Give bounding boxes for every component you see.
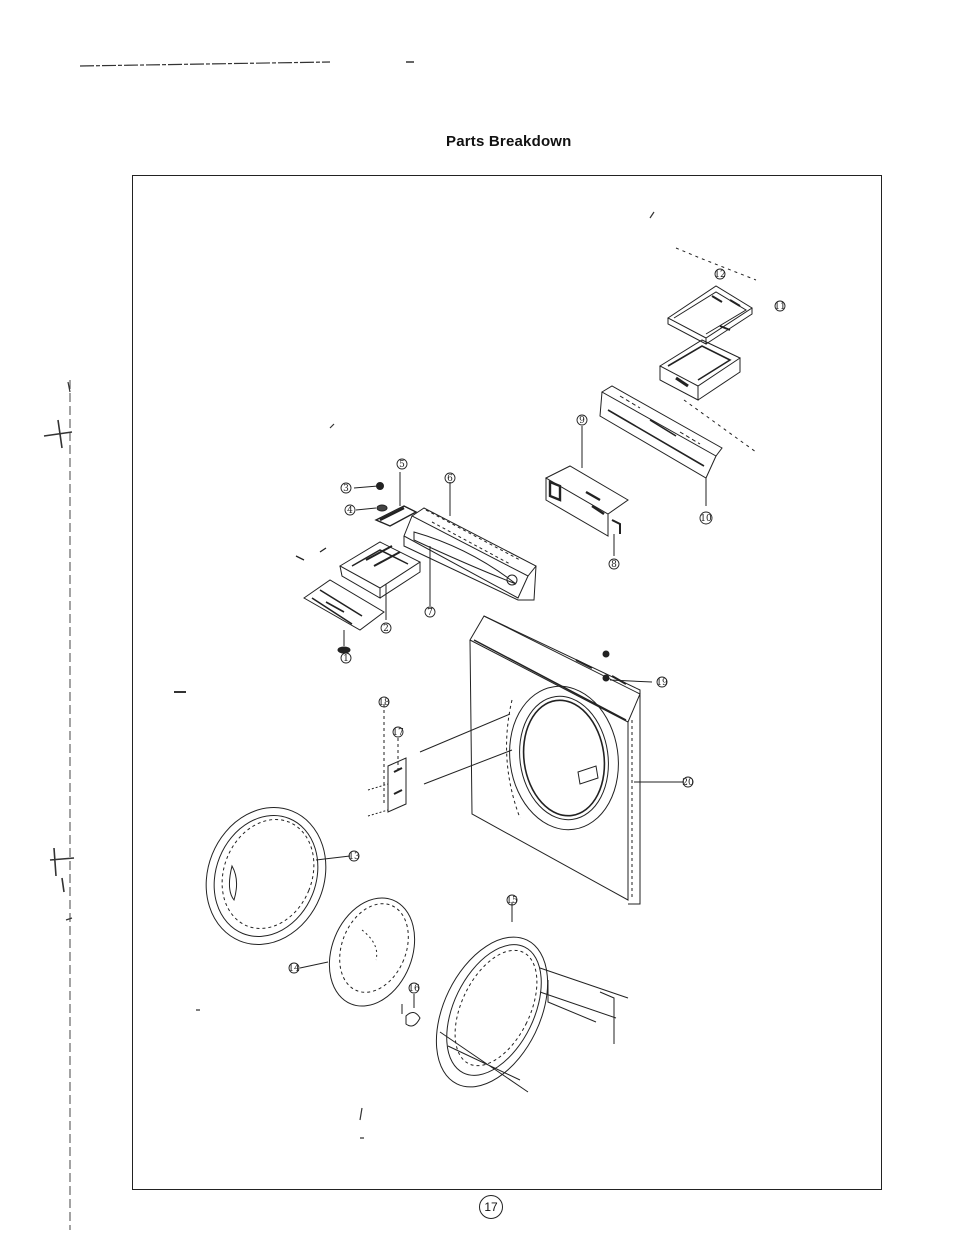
callout-7: 7 [427, 608, 433, 618]
callout-17: 17 [392, 728, 404, 738]
callout-8: 8 [611, 560, 617, 570]
door-glass [299, 897, 416, 1007]
callout-19: 19 [656, 678, 668, 688]
callout-13: 13 [348, 852, 360, 862]
control-board-assembly [658, 247, 757, 453]
page-title: Parts Breakdown [446, 133, 572, 150]
door-inner-frame [435, 902, 629, 1093]
scan-artifacts [43, 61, 655, 1230]
callout-labels: 3 4 5 6 2 7 1 9 8 10 11 12 13 14 15 16 1… [288, 270, 785, 994]
callout-6: 6 [447, 474, 453, 484]
callout-1: 1 [343, 654, 349, 664]
door-hinge [367, 704, 407, 817]
callout-18: 18 [378, 698, 390, 708]
callout-2: 2 [383, 624, 389, 634]
display-board [544, 426, 629, 556]
door-outer-ring [205, 807, 351, 945]
callout-11: 11 [774, 302, 785, 312]
callout-10: 10 [700, 514, 712, 524]
screws [602, 650, 653, 683]
buttons-knobs [353, 472, 418, 527]
callout-markers [288, 268, 786, 994]
detergent-drawer [295, 541, 422, 654]
callout-20: 20 [682, 778, 694, 788]
control-panel-strip [599, 385, 723, 506]
callout-15: 15 [506, 896, 518, 906]
front-panel [419, 615, 641, 905]
callout-5: 5 [399, 460, 405, 470]
control-panel-frame [403, 482, 537, 606]
callout-9: 9 [579, 416, 585, 426]
callout-16: 16 [408, 984, 420, 994]
callout-12: 12 [714, 270, 725, 280]
callout-4: 4 [347, 506, 353, 516]
callout-3: 3 [343, 484, 349, 494]
diagram-frame [132, 175, 882, 1190]
door-handle [401, 994, 421, 1027]
callout-14: 14 [288, 964, 300, 974]
page-number: 17 [479, 1195, 503, 1219]
